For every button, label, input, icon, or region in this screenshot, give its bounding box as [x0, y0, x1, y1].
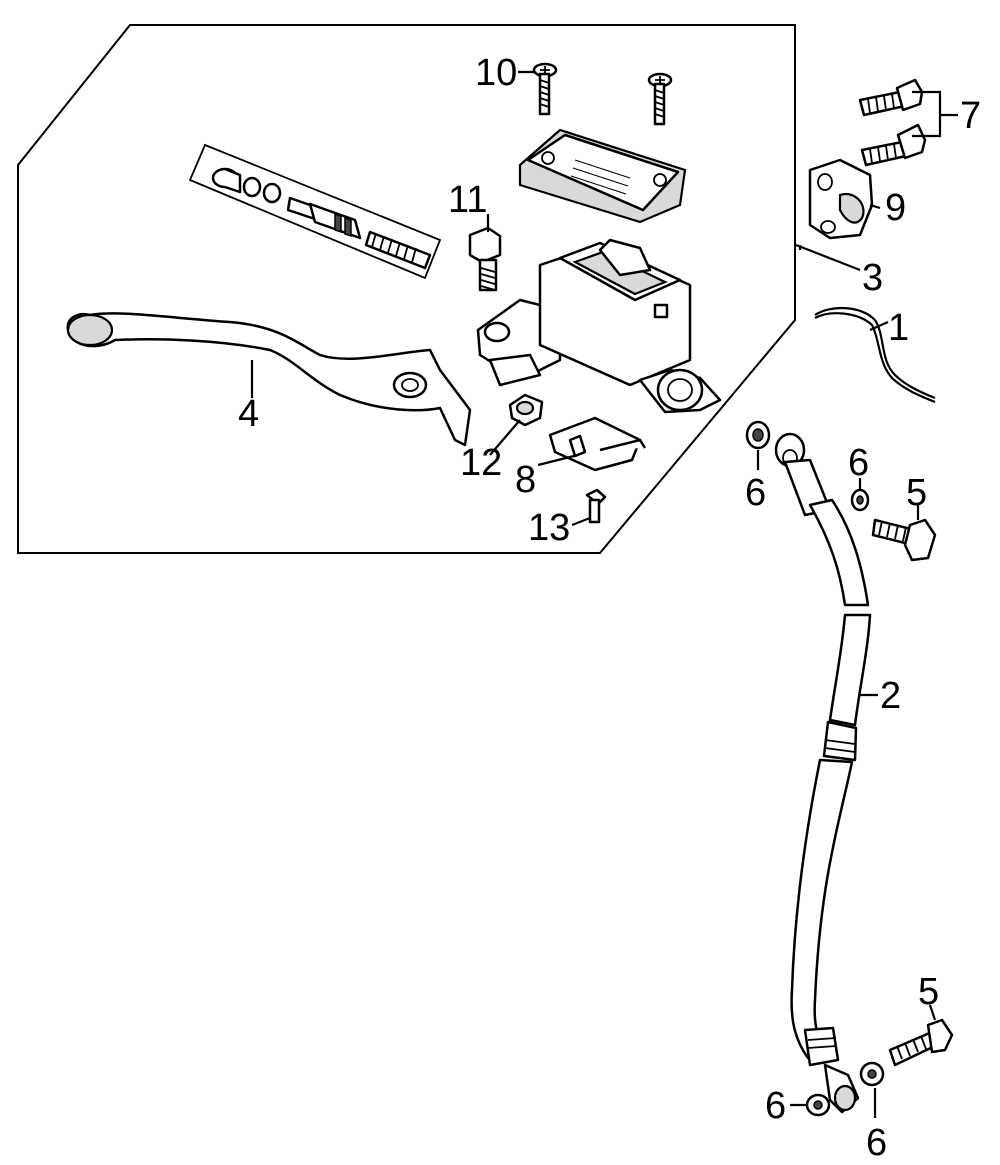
label-part-10: 10: [475, 52, 517, 94]
master-cylinder-body: [476, 238, 722, 414]
brake-hose-2: [774, 432, 872, 1114]
label-part-6-bottom-left: 6: [765, 1085, 786, 1127]
washer-6-bottom-right: [859, 1061, 885, 1087]
washer-6-top-left: [745, 420, 771, 450]
brake-switch-8: [548, 416, 647, 472]
label-part-6-top-left: 6: [745, 472, 766, 514]
bolt-7-upper: [858, 78, 924, 117]
label-part-6-top-right: 6: [848, 442, 869, 484]
label-part-4: 4: [238, 393, 259, 435]
label-part-5-top: 5: [906, 472, 927, 514]
leader-lines: [250, 70, 958, 1118]
assembly-frame: [17, 24, 796, 554]
nut-12: [508, 393, 544, 427]
label-part-13: 13: [528, 507, 570, 549]
washer-6-bottom-left: [805, 1093, 831, 1117]
piston-kit: [188, 143, 442, 280]
label-part-5-bottom: 5: [918, 971, 939, 1013]
reservoir-cap: [518, 128, 687, 224]
brake-lever: [66, 312, 472, 447]
label-part-7: 7: [960, 95, 981, 137]
screw-13: [585, 488, 607, 524]
label-part-11: 11: [448, 179, 487, 221]
screw-10-left: [532, 62, 558, 116]
label-part-8: 8: [515, 459, 536, 501]
label-part-2: 2: [880, 675, 901, 717]
switch-wire-1: [814, 306, 936, 404]
banjo-bolt-5-top: [871, 518, 937, 562]
pivot-bolt-11: [468, 226, 502, 292]
washer-6-top-right: [850, 488, 870, 512]
label-part-12: 12: [460, 442, 502, 484]
screw-10-right: [647, 72, 673, 126]
label-part-3: 3: [862, 257, 883, 299]
bolt-7-lower: [860, 123, 927, 167]
label-part-9: 9: [885, 187, 906, 229]
clamp-9: [808, 158, 874, 240]
label-part-6-bottom-right: 6: [866, 1122, 887, 1164]
label-part-1: 1: [888, 307, 909, 349]
banjo-bolt-5-bottom: [888, 1018, 954, 1067]
